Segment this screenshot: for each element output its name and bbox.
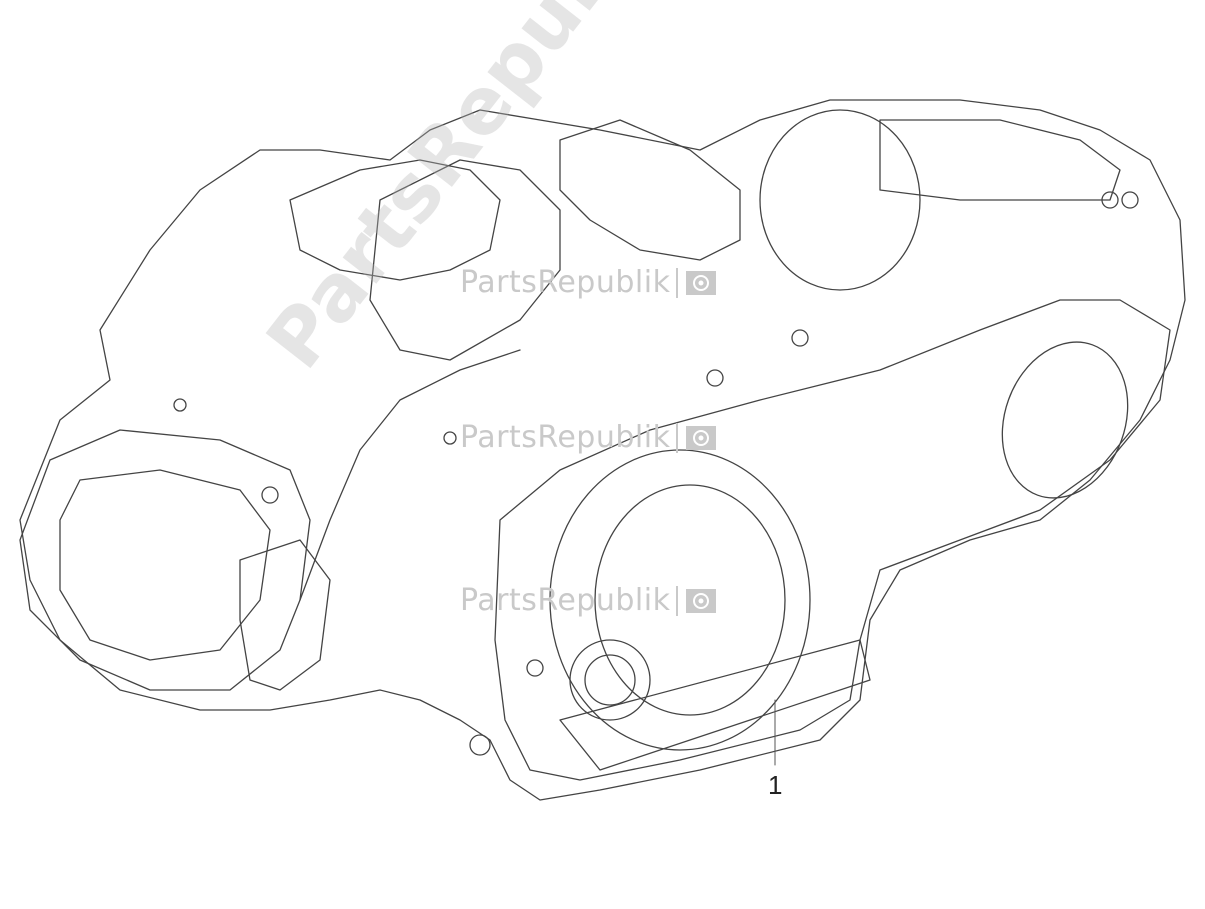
watermark-divider — [676, 267, 679, 298]
fan-housing — [759, 109, 921, 291]
watermark-bottom: PartsRepublik — [460, 583, 718, 618]
callout-1[interactable]: 1 — [768, 770, 783, 800]
watermark-text: PartsRepublik — [460, 420, 671, 455]
throttle-body — [289, 159, 501, 281]
watermark-divider — [676, 585, 679, 616]
gear-icon — [686, 425, 717, 450]
crankcase-outline — [19, 99, 1186, 801]
rear-bracket — [879, 119, 1121, 201]
watermark-top: PartsRepublik — [460, 265, 718, 300]
intake-pipe — [559, 119, 741, 261]
gear-icon — [686, 270, 717, 295]
watermark-middle: PartsRepublik — [460, 420, 718, 455]
ecu-box — [369, 159, 561, 361]
transmission-cover — [494, 299, 1171, 781]
oil-filler — [239, 539, 331, 691]
starter-motor — [569, 639, 651, 721]
oil-sump — [559, 639, 871, 771]
watermark-text: PartsRepublik — [460, 583, 671, 618]
watermark-text: PartsRepublik — [460, 265, 671, 300]
watermark-divider — [676, 422, 679, 453]
spark-cable — [299, 349, 521, 601]
cylinder-head — [19, 429, 311, 691]
clutch-cover — [549, 449, 811, 751]
gear-icon — [686, 588, 717, 613]
logo-badge — [1001, 341, 1129, 499]
